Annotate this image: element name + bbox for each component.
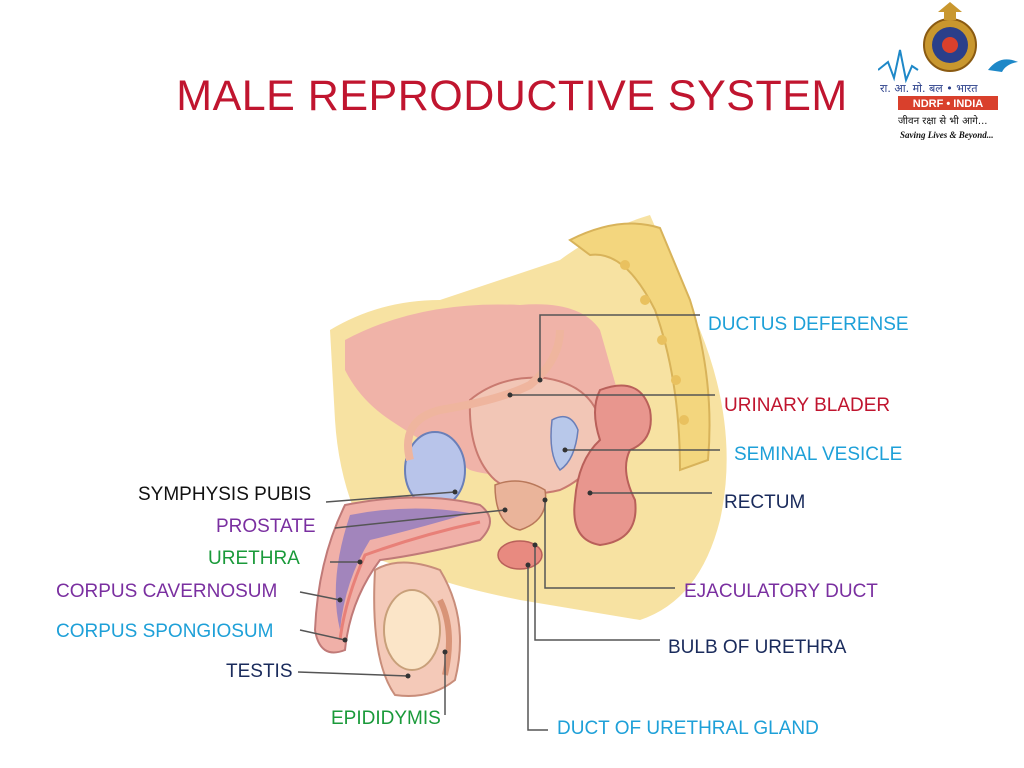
svg-text:NDRF • INDIA: NDRF • INDIA — [913, 98, 984, 110]
label-corpus-spongiosum: CORPUS SPONGIOSUM — [56, 621, 274, 642]
label-bulb-of-urethra: BULB OF URETHRA — [668, 637, 847, 658]
label-symphysis-pubis: SYMPHYSIS PUBIS — [138, 484, 312, 505]
bulb-of-urethra — [497, 540, 543, 570]
prostate — [494, 480, 547, 531]
rectum — [573, 384, 652, 547]
label-urinary-blader: URINARY BLADER — [724, 395, 891, 416]
ductus-deferens — [404, 329, 564, 461]
page-title: MALE REPRODUCTIVE SYSTEM — [176, 72, 848, 120]
label-seminal-vesicle: SEMINAL VESICLE — [734, 444, 903, 465]
label-rectum: RECTUM — [724, 492, 806, 513]
corpus-cavernosum-shape — [335, 508, 470, 630]
emblem-icon — [923, 2, 977, 72]
label-ductus-deferense: DUCTUS DEFERENSE — [708, 314, 909, 335]
label-urethra: URETHRA — [208, 548, 300, 569]
epididymis — [437, 598, 452, 676]
testis — [383, 589, 441, 671]
svg-text:जीवन रक्षा से भी आगे...: जीवन रक्षा से भी आगे... — [898, 115, 987, 127]
label-prostate: PROSTATE — [216, 516, 316, 537]
svg-text:Saving Lives & Beyond...: Saving Lives & Beyond... — [900, 130, 994, 140]
label-epididymis: EPIDIDYMIS — [331, 708, 441, 729]
label-ejaculatory-duct: EJACULATORY DUCT — [684, 581, 878, 602]
svg-text:रा. आ. मो. बल • भारत: रा. आ. मो. बल • भारत — [880, 82, 978, 95]
label-testis: TESTIS — [226, 661, 293, 682]
label-duct-of-urethral-gland: DUCT OF URETHRAL GLAND — [557, 718, 819, 739]
urethra-line — [338, 520, 481, 641]
label-corpus-cavernosum: CORPUS CAVERNOSUM — [56, 581, 278, 602]
ndrf-logo: रा. आ. मो. बल • भारत NDRF • INDIA जीवन र… — [878, 2, 1018, 140]
sacrum — [568, 222, 711, 472]
seminal-vesicle — [550, 415, 579, 472]
